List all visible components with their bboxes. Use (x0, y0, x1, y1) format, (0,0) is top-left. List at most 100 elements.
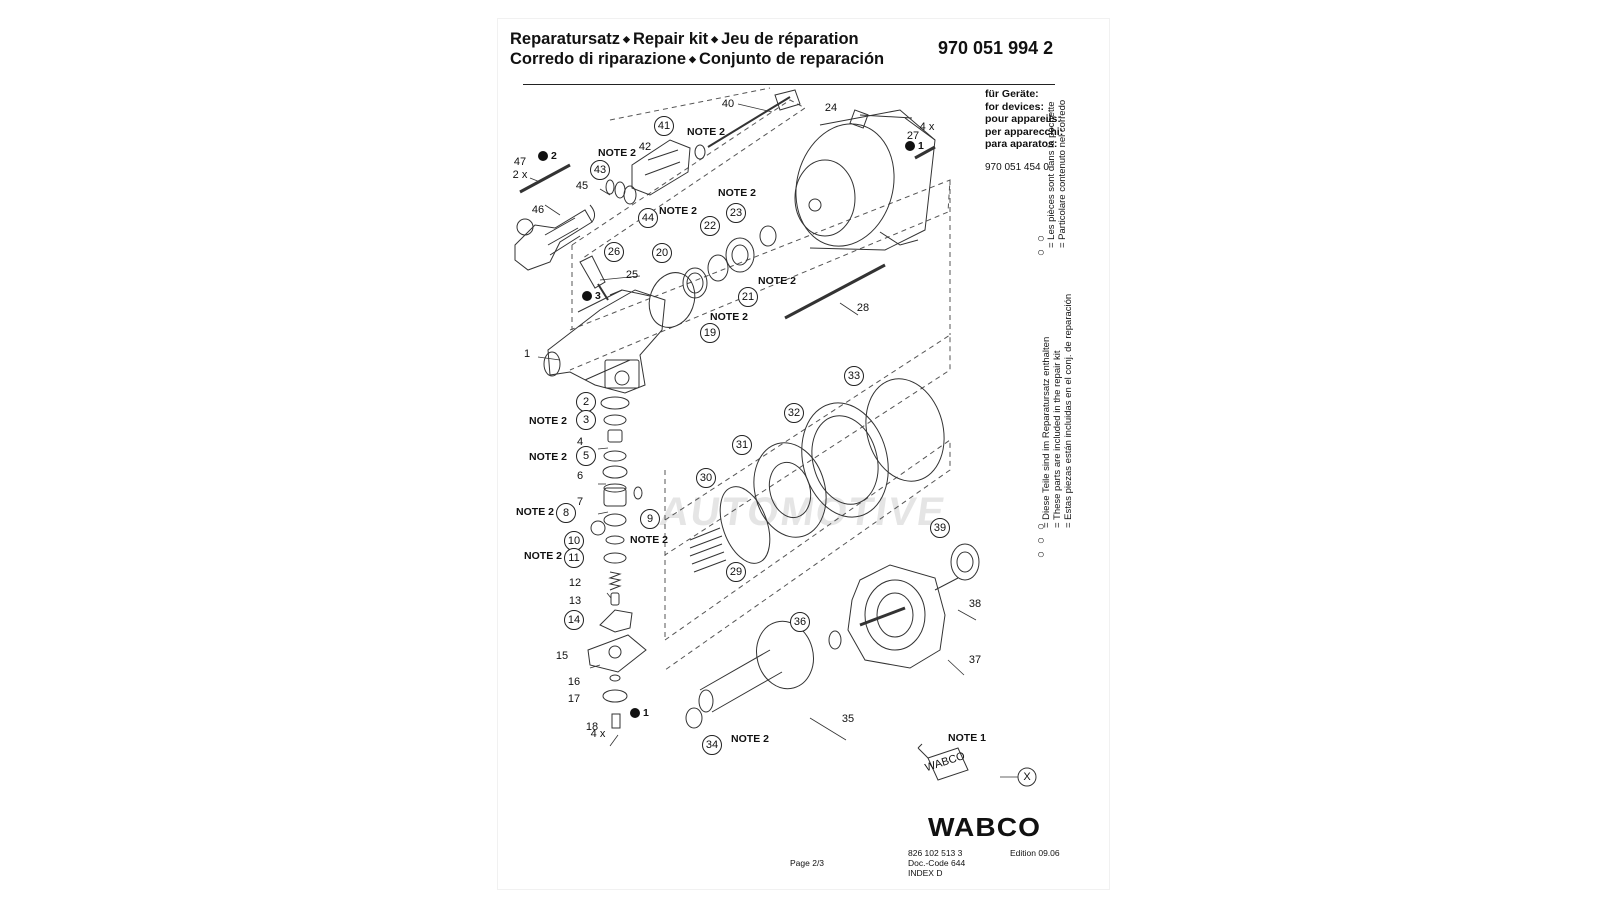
torque-marker-1-bottom: 1 (630, 707, 649, 719)
callout-31: 31 (736, 439, 748, 451)
callout-27: 27 (907, 130, 919, 142)
callout-29: 29 (730, 566, 742, 578)
piston-group (685, 620, 842, 729)
stack-parts (587, 396, 647, 729)
svg-text:3: 3 (595, 290, 601, 302)
callout-35: 35 (842, 713, 854, 725)
callout-40: 40 (722, 98, 734, 110)
callout-circle-31 (732, 435, 752, 455)
title-line-2: Corredo di riparazione◆Conjunto de repar… (510, 50, 884, 69)
callout-24: 24 (825, 102, 837, 114)
note-2-label-1: NOTE 2 (598, 147, 636, 159)
callout-circle-19 (700, 323, 720, 343)
callout-30: 30 (700, 472, 712, 484)
wabco-logo: WABCO (928, 812, 1042, 842)
callout-11: 11 (568, 552, 579, 564)
svg-text:2: 2 (551, 150, 557, 162)
callout-circle-20 (652, 243, 672, 263)
device-number: 970 051 454 0 (985, 162, 1049, 173)
callout-44: 44 (642, 212, 654, 224)
callout-circle-22 (700, 216, 720, 236)
callout-circle-33 (844, 366, 864, 386)
callout-45: 45 (576, 180, 588, 192)
callout-circle-43 (590, 160, 610, 180)
callout-34: 34 (706, 739, 718, 751)
callout-9: 9 (647, 513, 653, 525)
doc-code: Doc.-Code 644 (908, 858, 966, 868)
callout-16: 16 (568, 676, 580, 688)
torque-marker-3: 3 (582, 290, 601, 302)
svg-text:1: 1 (918, 140, 924, 152)
callout-15: 15 (556, 650, 568, 662)
callout-1: 1 (524, 348, 530, 360)
note-2-label-5: NOTE 2 (710, 311, 748, 323)
doc-number: 826 102 513 3 (908, 848, 963, 858)
callout-circle-14 (564, 610, 584, 630)
quantity-4x-top: 4 x (920, 121, 935, 133)
callout-36: 36 (794, 616, 806, 628)
note-2-label-2: NOTE 2 (659, 205, 697, 217)
callout-8: 8 (563, 507, 569, 519)
title-it: Corredo di riparazione (510, 50, 687, 68)
torque-marker-2: 2 (538, 150, 557, 162)
title-fr: Jeu de réparation (721, 30, 859, 48)
note-2-label-10: NOTE 2 (524, 550, 562, 562)
callout-43: 43 (594, 164, 606, 176)
callout-circle-5 (576, 446, 596, 466)
note-2-label-3: NOTE 2 (718, 187, 756, 199)
bullet: ◆ (689, 54, 696, 64)
callout-circle-32 (784, 403, 804, 423)
valve-body-1 (543, 289, 666, 394)
kit-number: 970 051 994 2 (938, 38, 1054, 58)
callout-41: 41 (658, 120, 670, 132)
callout-circle-39 (930, 518, 950, 538)
callout-20: 20 (656, 247, 668, 259)
note-2-label-7: NOTE 2 (529, 451, 567, 463)
callout-labels: 1467121315161718242527283537384042454647… (513, 98, 1032, 783)
cover-group (847, 543, 980, 669)
callout-12: 12 (569, 577, 581, 589)
callout-26: 26 (608, 246, 620, 258)
callout-17: 17 (568, 693, 580, 705)
callout-circle-30 (696, 468, 716, 488)
bullet: ◆ (623, 34, 630, 44)
callout-10: 10 (568, 535, 580, 547)
callout-2: 2 (583, 396, 589, 408)
callout-circle-26 (604, 242, 624, 262)
callout-circle-8 (556, 503, 576, 523)
callout-3: 3 (583, 414, 589, 426)
bullet: ◆ (711, 34, 719, 44)
callout-33: 33 (848, 370, 860, 382)
note-2-label-11: NOTE 2 (731, 733, 769, 745)
housing-24 (794, 109, 936, 251)
header-rule (523, 84, 1055, 86)
callout-38: 38 (969, 598, 981, 610)
index: INDEX D (908, 868, 943, 878)
title-es: Conjunto de reparación (698, 50, 885, 68)
callout-25: 25 (626, 269, 638, 281)
callout-5: 5 (583, 450, 589, 462)
quantity-4x-bottom: 4 x (591, 728, 606, 740)
callout-circle-21 (738, 287, 758, 307)
callout-4: 4 (577, 436, 583, 448)
callout-circle-29 (726, 562, 746, 582)
callout-circle-9 (640, 509, 660, 529)
note-1-label: NOTE 1 (948, 732, 986, 744)
note-2-label-4: NOTE 2 (758, 275, 796, 287)
edition: Edition 09.06 (1010, 848, 1060, 858)
page-number: Page 2/3 (790, 858, 825, 868)
quantity-2x: 2 x (513, 169, 528, 181)
callout-circle-23 (726, 203, 746, 223)
devices-labels: für Geräte: for devices: pour appareils:… (985, 88, 1064, 150)
note-2-label-6: NOTE 2 (529, 415, 567, 427)
callout-23: 23 (730, 207, 742, 219)
callout-14: 14 (568, 614, 580, 626)
callout-circle-41 (654, 116, 674, 136)
callout-circle-36 (790, 612, 810, 632)
note-1-x-symbol: X (1023, 771, 1031, 783)
title-de: Reparatursatz (510, 30, 621, 48)
callout-42: 42 (639, 141, 651, 153)
callout-circle-11 (564, 548, 584, 568)
callout-circle-3 (576, 410, 596, 430)
